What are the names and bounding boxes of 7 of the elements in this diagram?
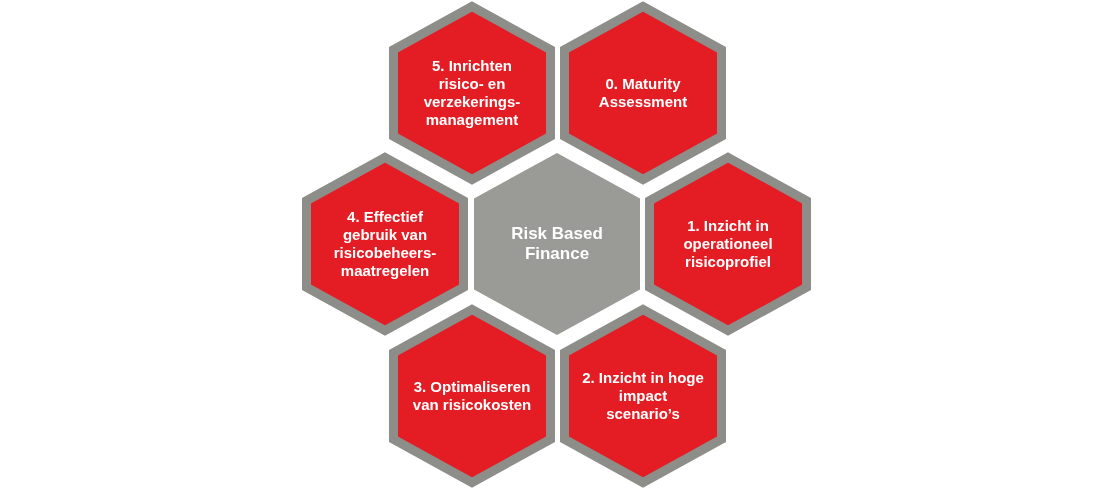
tile-label: 1. Inzicht in operationeel risicoprofiel [682, 217, 774, 271]
tile-label: 4. Effectief gebruik van risicobeheers-maatregelen [332, 208, 438, 280]
tile-label: 2. Inzicht in hoge impact scenario’s [581, 369, 705, 423]
tile-label: 5. Inrichten risico- en verzekerings-management [422, 57, 522, 129]
tile-label: Risk Based Finance [510, 224, 604, 264]
tile-label: 0. Maturity Assessment [597, 75, 689, 111]
tile-label: 3. Optimaliseren van risicokosten [411, 378, 533, 414]
